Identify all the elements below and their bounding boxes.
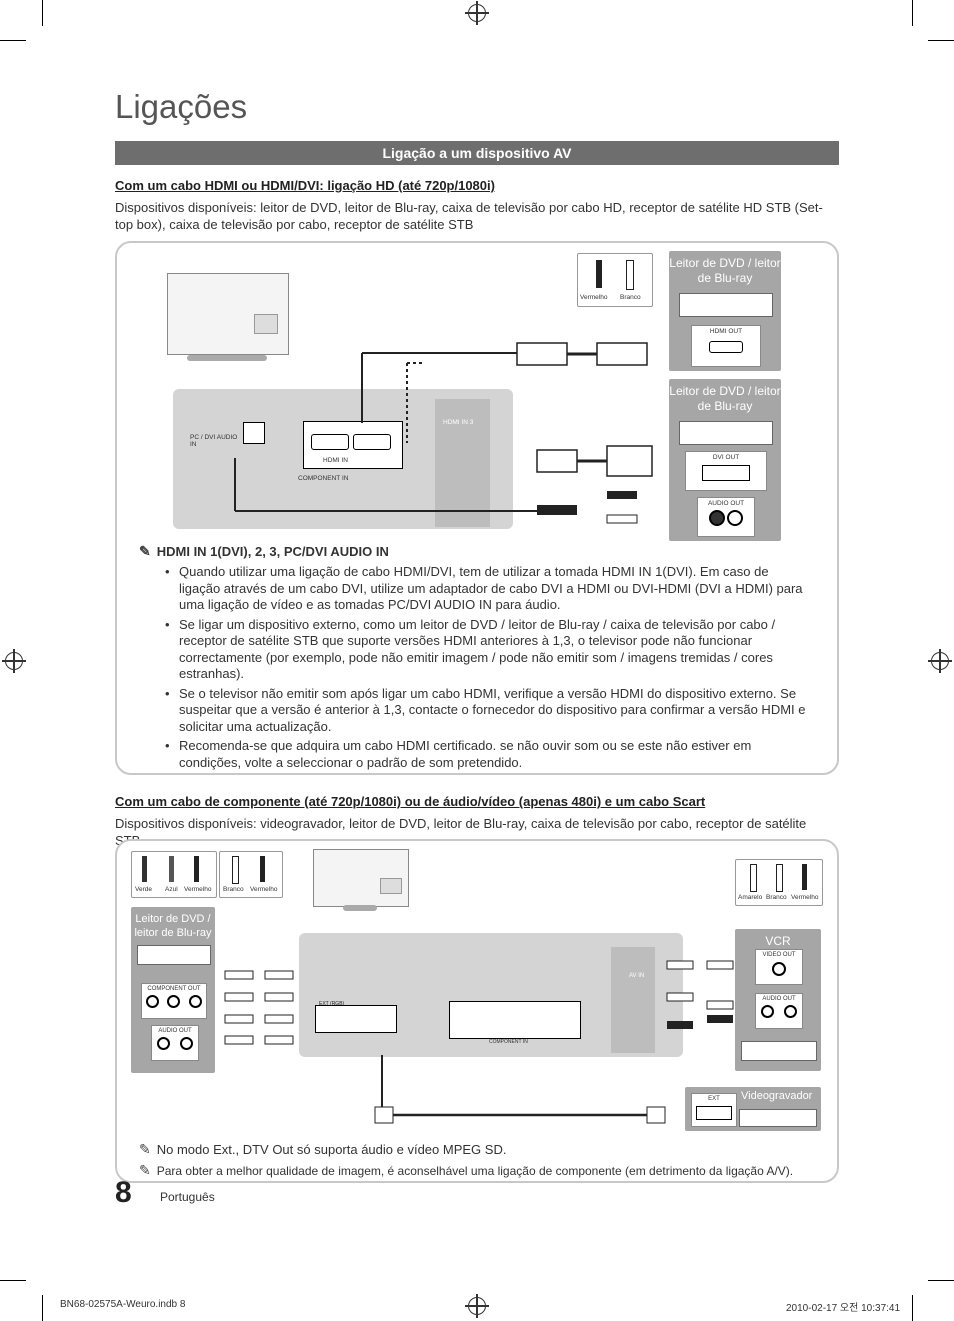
component-heading: Com um cabo de componente (até 720p/1080… (115, 794, 706, 809)
registration-mark-bottom (465, 1294, 489, 1318)
file-meta: BN68-02575A-Weuro.indb 8 (60, 1299, 186, 1310)
language-label: Português (160, 1190, 215, 1204)
date-meta: 2010-02-17 오전 10:37:41 (786, 1303, 901, 1314)
list-item: Recomenda-se que adquira um cabo HDMI ce… (161, 738, 811, 771)
hdmi-devices-text: Dispositivos disponíveis: leitor de DVD,… (115, 200, 823, 232)
registration-mark-right (928, 649, 952, 673)
component-cable-key: Verde Azul Vermelho (131, 851, 217, 898)
hdmi-in3-label: HDMI IN 3 (443, 419, 474, 426)
dvd-bluray-device-3: Leitor de DVD / leitor de Blu-ray COMPON… (131, 907, 215, 1073)
list-item: Quando utilizar uma ligação de cabo HDMI… (161, 564, 811, 614)
hdmi-in-label: HDMI IN (323, 457, 348, 464)
component-cables-svg (224, 960, 734, 1124)
cable-key: Vermelho Branco (577, 253, 653, 307)
component-note-2: ✎Para obter a melhor qualidade de imagem… (139, 1162, 794, 1178)
pc-dvi-audio-label: PC / DVI AUDIO IN (190, 434, 238, 448)
registration-mark-top (465, 1, 489, 25)
tv-back-panel-2: EXT (RGB) COMPONENT IN AV IN (299, 933, 683, 1057)
component-in-label: COMPONENT IN (298, 475, 349, 482)
hdmi-cables-svg (234, 342, 653, 524)
tv-illustration (167, 273, 289, 355)
av-cable-key: Amarelo Branco Vermelho (735, 859, 823, 906)
section-bar: Ligação a um dispositivo AV (115, 141, 839, 165)
list-item: Se ligar um dispositivo externo, como um… (161, 617, 811, 683)
tv-back-panel: PC / DVI AUDIO IN HDMI IN COMPONENT IN H… (173, 389, 513, 529)
hdmi-note-list: Quando utilizar uma ligação de cabo HDMI… (161, 564, 811, 774)
audio-cable-key: Branco Vermelho (219, 851, 283, 898)
registration-mark-left (2, 649, 26, 673)
video-recorder-device: Videogravador EXT (685, 1087, 821, 1131)
page-title: Ligações (115, 88, 248, 125)
vcr-device: VCR VIDEO OUT AUDIO OUT (735, 929, 821, 1071)
hdmi-note-heading: ✎HDMI IN 1(DVI), 2, 3, PC/DVI AUDIO IN (139, 543, 389, 559)
component-diagram-panel: Verde Azul Vermelho Branco Vermelho Amar… (115, 839, 839, 1183)
dvd-bluray-device-1: Leitor de DVD / leitor de Blu-ray HDMI O… (669, 251, 781, 371)
page-number: 8 (115, 1176, 132, 1209)
list-item: Se o televisor não emitir som após ligar… (161, 686, 811, 736)
hdmi-heading: Com um cabo HDMI ou HDMI/DVI: ligação HD… (115, 178, 495, 193)
dvd-bluray-device-2: Leitor de DVD / leitor de Blu-ray DVI OU… (669, 379, 781, 541)
component-note-1: ✎No modo Ext., DTV Out só suporta áudio … (139, 1141, 507, 1157)
hdmi-diagram-panel: PC / DVI AUDIO IN HDMI IN COMPONENT IN H… (115, 241, 839, 775)
